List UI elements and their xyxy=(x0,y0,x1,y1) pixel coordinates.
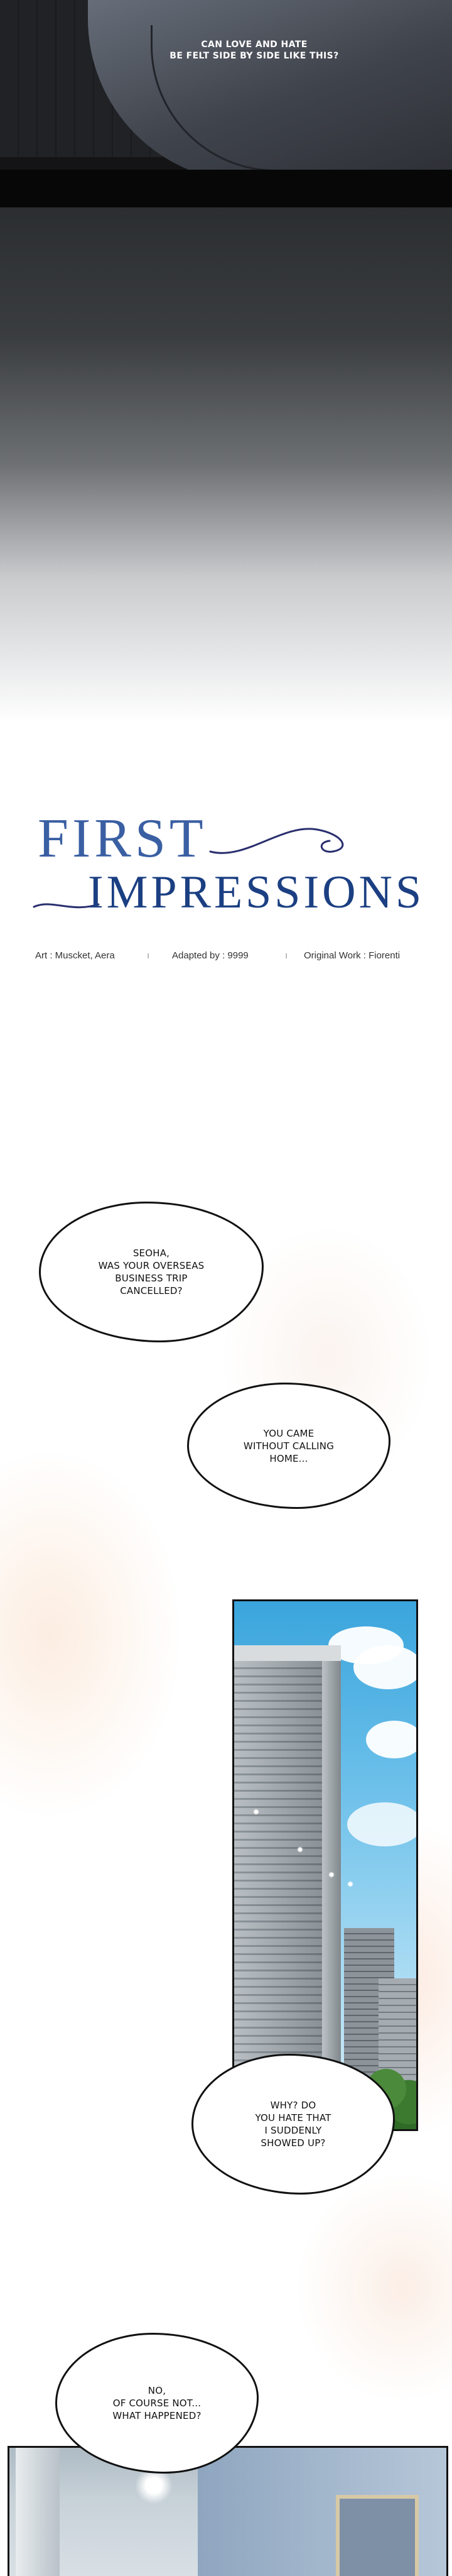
comic-panel-building xyxy=(232,1599,418,2131)
credit-art: Art : Muscket, Aera xyxy=(35,950,115,961)
speech-bubble: SEOHA, WAS YOUR OVERSEAS BUSINESS TRIP C… xyxy=(39,1202,264,1342)
title-swash-icon xyxy=(209,828,344,854)
title-swash-left-icon xyxy=(33,903,100,909)
speech-bubble: NO, OF COURSE NOT... WHAT HAPPENED? xyxy=(55,2333,259,2474)
cloud xyxy=(366,1721,416,1758)
fog-gradient xyxy=(0,207,452,723)
credit-original: Original Work : Fiorenti xyxy=(304,950,401,961)
sparkle-icon xyxy=(347,1881,353,1887)
sparkle-icon xyxy=(328,1872,335,1878)
skyscraper-side xyxy=(322,1661,341,2129)
panel-shadow xyxy=(0,170,452,207)
picture-frame xyxy=(336,2495,419,2576)
credits-line: Art : Muscket, Aera ı Adapted by : 9999 … xyxy=(35,950,424,963)
interior-column xyxy=(16,2448,60,2576)
speech-text: NO, OF COURSE NOT... WHAT HAPPENED? xyxy=(112,2385,202,2421)
speech-text: SEOHA, WAS YOUR OVERSEAS BUSINESS TRIP C… xyxy=(98,1247,205,1296)
cloud xyxy=(353,1645,416,1689)
speech-bubble: YOU CAME WITHOUT CALLING HOME... xyxy=(187,1383,390,1509)
comic-panel-car xyxy=(0,0,452,207)
title-line-impressions: IMPRESSIONS xyxy=(88,867,425,918)
comic-panel-interior xyxy=(8,2446,448,2576)
series-title: FIRST IMPRESSIONS xyxy=(0,798,452,949)
credit-separator: ı xyxy=(285,950,288,961)
sparkle-icon xyxy=(253,1809,259,1815)
title-line-first: FIRST xyxy=(38,808,207,869)
sparkle-icon xyxy=(297,1846,303,1853)
cloud xyxy=(347,1802,416,1846)
speech-text: YOU CAME WITHOUT CALLING HOME... xyxy=(243,1427,335,1464)
credit-adapted: Adapted by : 9999 xyxy=(172,950,249,961)
speech-bubble: WHY? DO YOU HATE THAT I SUDDENLY SHOWED … xyxy=(191,2054,395,2195)
speech-text: WHY? DO YOU HATE THAT I SUDDENLY SHOWED … xyxy=(255,2100,331,2149)
narration-caption: CAN LOVE AND HATE BE FELT SIDE BY SIDE L… xyxy=(170,40,339,61)
credit-separator: ı xyxy=(147,950,150,961)
